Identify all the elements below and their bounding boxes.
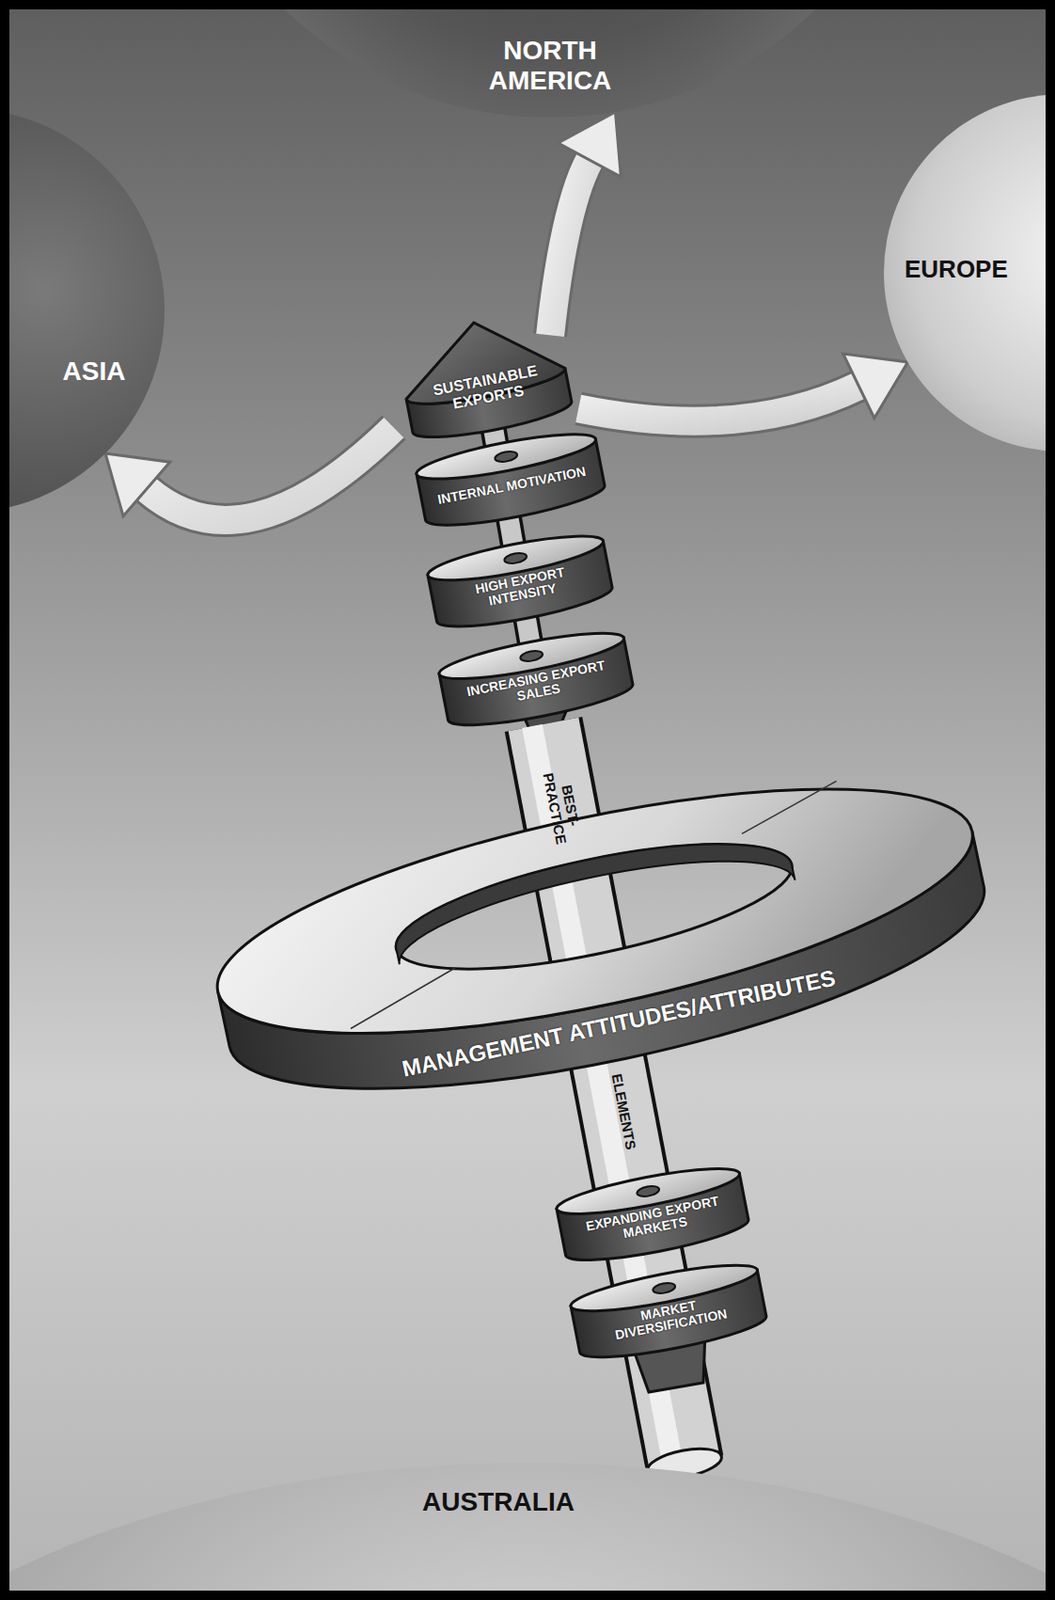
ring-division <box>343 967 464 1028</box>
shape <box>416 439 608 535</box>
continent-region: EUROPE <box>883 94 1055 452</box>
ring-inner-wall <box>386 818 796 964</box>
stack-disc: HIGH EXPORT INTENSITY <box>422 523 619 639</box>
shape <box>519 648 543 662</box>
continent-region: ASIA <box>0 108 165 513</box>
continent-label: ASIA <box>42 356 146 387</box>
shape <box>556 1173 752 1270</box>
arrow-head <box>557 111 621 177</box>
continent-region: NORTH AMERICA <box>173 0 927 118</box>
export-arrow <box>105 427 394 520</box>
arrow-outline <box>146 427 394 520</box>
shape <box>493 449 518 463</box>
continent-region: AUSTRALIA <box>0 1462 1055 1600</box>
shape <box>427 540 615 635</box>
arrow-outline <box>578 385 859 421</box>
ring-surface <box>198 739 993 1084</box>
ring-division <box>735 780 844 834</box>
stack-disc: MARKET DIVERSIFICATION <box>565 1252 773 1370</box>
shape <box>439 637 636 734</box>
shape <box>570 1269 770 1366</box>
arrow-body <box>578 385 859 421</box>
continent-label: NORTH AMERICA <box>446 35 654 96</box>
arrow-outline <box>550 159 590 335</box>
shape <box>635 1183 660 1197</box>
stack-disc: EXPANDING EXPORT MARKETS <box>551 1155 756 1272</box>
arrow-head <box>105 453 171 517</box>
stack-disc: INCREASING EXPORT SALES <box>433 620 640 738</box>
arrow-head <box>843 353 909 418</box>
arrow-body <box>550 159 590 335</box>
arrow-body <box>146 427 394 520</box>
export-arrow <box>578 353 908 422</box>
stack-disc: INTERNAL MOTIVATION <box>410 422 612 538</box>
cone-top: SUSTAINABLE EXPORTS <box>390 302 579 450</box>
shape <box>651 1280 676 1294</box>
continent-label: EUROPE <box>904 255 1046 284</box>
continent-label: AUSTRALIA <box>394 1486 602 1517</box>
export-arrow <box>550 111 621 335</box>
shape <box>503 551 527 565</box>
